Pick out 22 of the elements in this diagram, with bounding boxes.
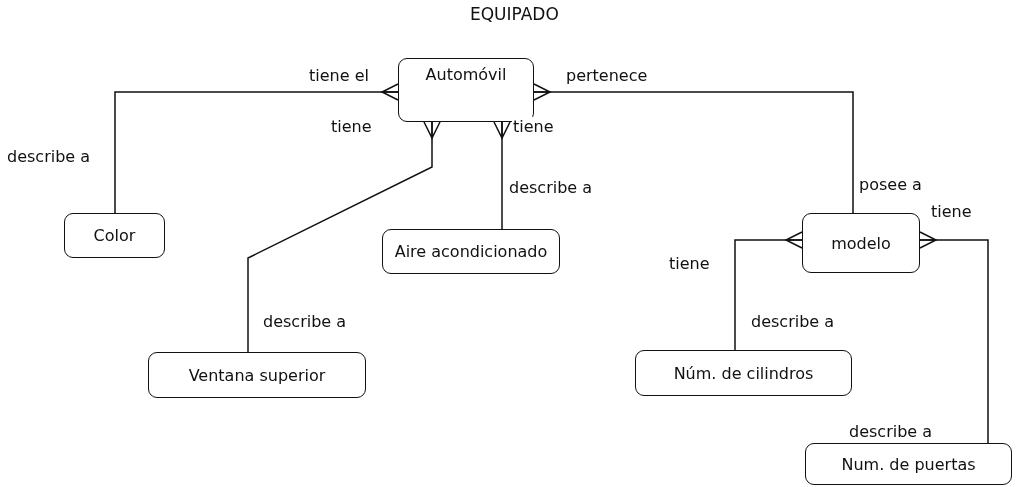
entity-name: Ventana superior (188, 365, 326, 385)
entity-box (398, 58, 534, 122)
relationship-line (114, 83, 399, 214)
entity-box (802, 213, 920, 273)
entity-name: Automóvil (425, 65, 507, 84)
entity-name: modelo (831, 233, 891, 253)
entity-name: Color (93, 226, 136, 245)
entity-name: Num. de puertas (841, 454, 976, 474)
relationship-line (533, 83, 854, 214)
entity-box (805, 443, 1012, 485)
entity-box (148, 352, 366, 398)
entity-box (64, 213, 165, 258)
entity-box (382, 229, 560, 274)
diagram-title: EQUIPADO (470, 4, 559, 24)
entity-name: Núm. de cilindros (673, 363, 814, 383)
relationship-line (734, 231, 803, 351)
relationship-line (247, 121, 441, 353)
relationship-line (919, 231, 989, 444)
relationship-line (493, 121, 511, 230)
entity-box (635, 350, 852, 396)
entity-name: Aire acondicionado (394, 242, 548, 261)
edge-label: pertenece (565, 66, 649, 86)
